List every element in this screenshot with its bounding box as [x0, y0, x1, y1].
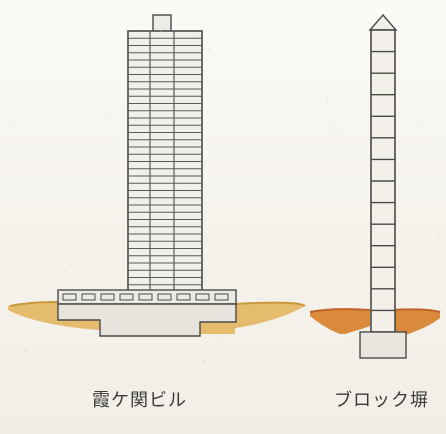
paper-texture — [5, 10, 440, 362]
podium-window — [100, 293, 115, 301]
paper-speck — [96, 147, 99, 150]
podium-window — [176, 293, 191, 301]
paper-speck — [289, 52, 291, 54]
paper-speck — [200, 36, 202, 37]
podium-windows — [62, 293, 229, 301]
podium-window — [195, 293, 210, 301]
paper-speck — [292, 324, 295, 326]
paper-speck — [160, 30, 163, 33]
paper-speck — [5, 282, 8, 284]
paper-speck — [23, 349, 27, 352]
paper-speck — [368, 65, 369, 66]
wall-cap — [368, 13, 398, 31]
podium-window — [81, 293, 96, 301]
paper-speck — [38, 10, 40, 12]
paper-speck — [50, 179, 52, 181]
paper-speck — [85, 157, 87, 159]
paper-speck — [54, 166, 58, 169]
paper-speck — [298, 106, 300, 108]
paper-speck — [109, 166, 112, 168]
paper-speck — [342, 132, 344, 134]
paper-speck — [243, 124, 245, 126]
paper-speck — [368, 314, 369, 316]
building-illustration — [8, 14, 306, 337]
paper-speck — [422, 122, 424, 124]
paper-speck — [195, 34, 199, 38]
paper-speck — [36, 327, 39, 330]
paper-speck — [200, 164, 202, 167]
paper-speck — [218, 210, 220, 211]
paper-speck — [220, 164, 223, 167]
building-window-grid — [128, 31, 202, 292]
paper-speck — [55, 334, 57, 337]
paper-speck — [12, 122, 15, 124]
podium-window — [138, 293, 153, 301]
paper-speck — [221, 337, 224, 340]
paper-speck — [103, 111, 106, 114]
paper-speck — [182, 107, 185, 110]
paper-speck — [348, 340, 351, 343]
paper-speck — [331, 239, 333, 241]
paper-speck — [183, 254, 186, 256]
podium-window — [157, 293, 172, 301]
paper-speck — [203, 359, 206, 362]
paper-speck — [267, 150, 270, 153]
wall-ground-right — [392, 309, 440, 336]
paper-speck — [184, 186, 187, 189]
paper-speck — [437, 236, 440, 240]
paper-speck — [195, 141, 198, 144]
paper-speck — [120, 285, 124, 288]
block-wall-illustration — [309, 13, 441, 359]
paper-speck — [219, 21, 221, 23]
wall-footing — [359, 331, 407, 359]
paper-speck — [39, 27, 40, 29]
paper-speck — [5, 135, 7, 137]
paper-speck — [249, 182, 251, 184]
paper-speck — [436, 167, 438, 169]
paper-speck — [106, 277, 108, 279]
building-basement — [57, 303, 237, 337]
building-caption: 霞ケ関ビル — [92, 390, 187, 411]
paper-speck — [326, 126, 330, 130]
paper-speck — [276, 34, 279, 36]
paper-speck — [428, 344, 431, 347]
paper-speck — [401, 197, 403, 200]
wall-ground — [310, 309, 370, 334]
podium-window — [119, 293, 134, 301]
block-wall-caption: ブロック塀 — [334, 390, 429, 411]
paper-speck — [202, 324, 205, 327]
paper-speck — [62, 63, 64, 65]
paper-speck — [397, 100, 398, 102]
paper-speck — [326, 100, 329, 103]
podium-window — [214, 293, 229, 301]
paper-speck — [70, 263, 72, 266]
paper-speck — [317, 238, 320, 241]
paper-speck — [291, 30, 294, 33]
paper-speck — [391, 176, 393, 178]
paper-speck — [217, 26, 219, 28]
paper-speck — [105, 251, 107, 253]
paper-speck — [208, 48, 211, 51]
building-penthouse — [152, 14, 172, 33]
podium-window — [62, 293, 77, 301]
wall-ground-line — [309, 308, 441, 313]
wall-block-joints — [371, 50, 395, 312]
paper-speck — [135, 13, 138, 15]
paper-speck — [37, 345, 39, 347]
